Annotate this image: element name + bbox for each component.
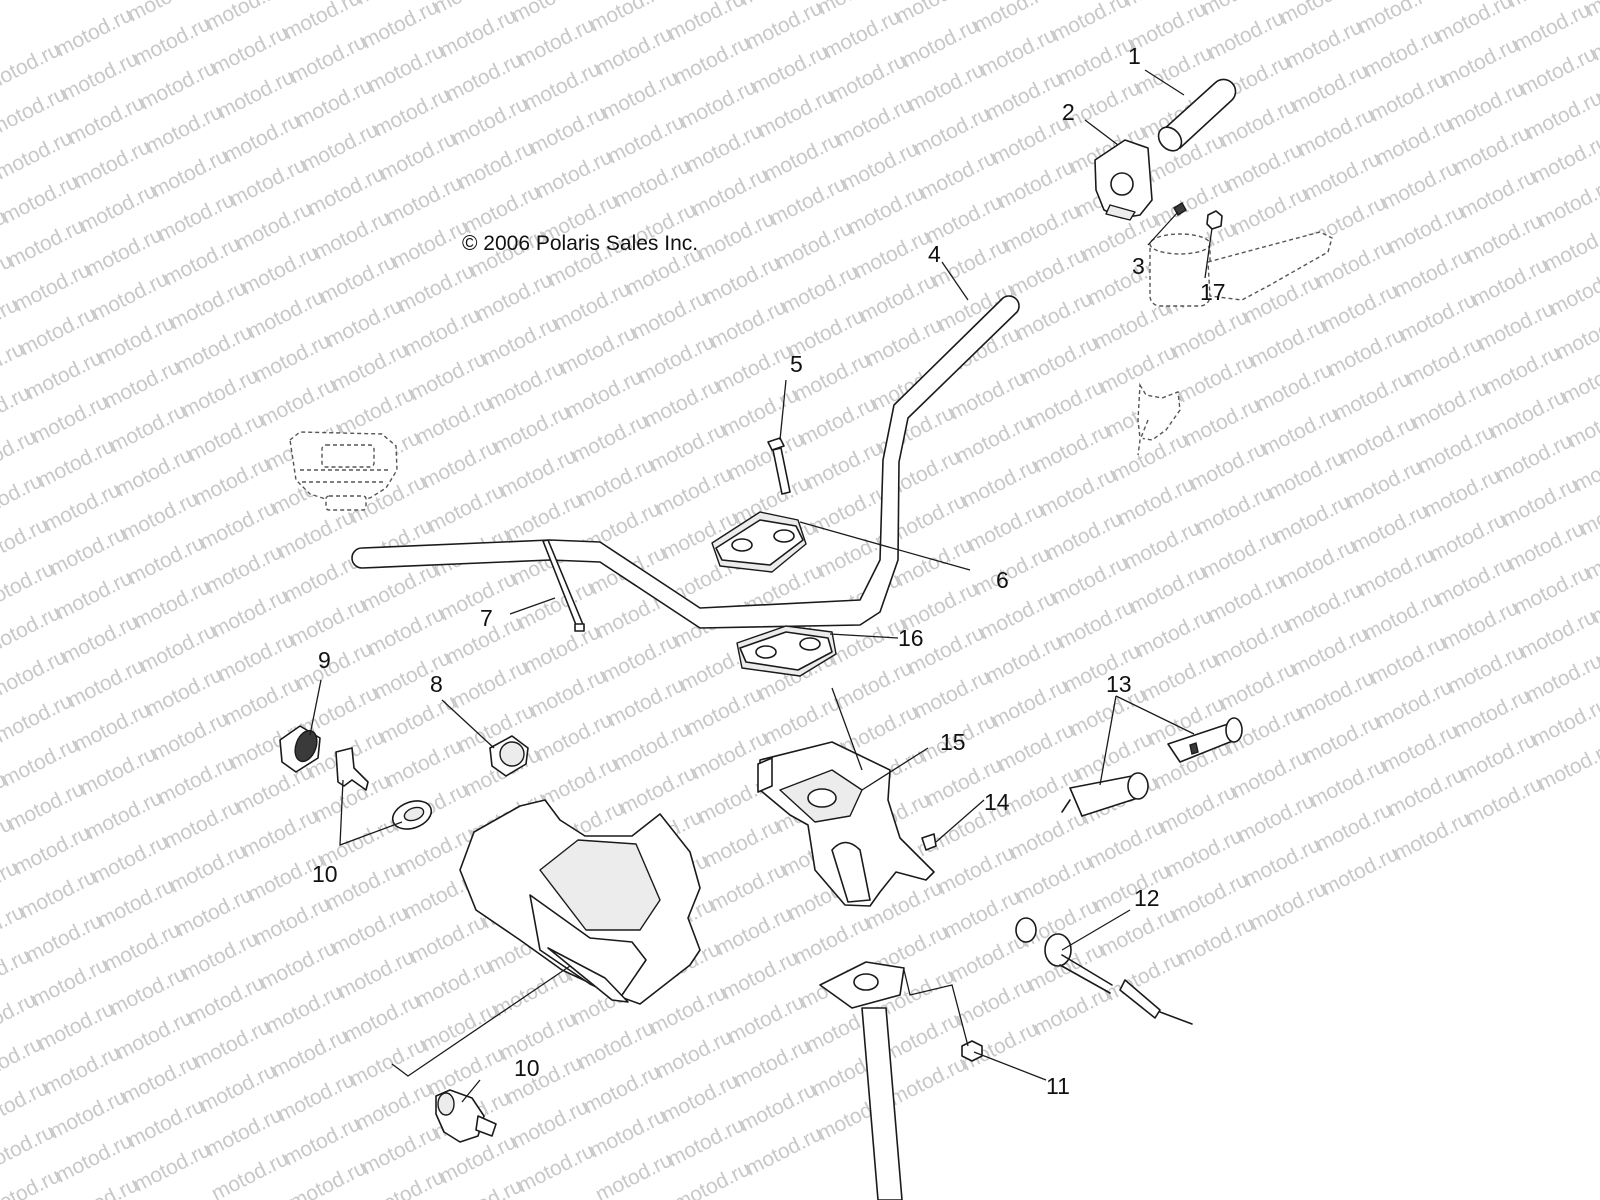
callout-1: 1	[1128, 43, 1141, 69]
callout-15: 15	[940, 729, 966, 755]
callout-10a: 10	[312, 861, 338, 887]
callout-10b: 10	[514, 1055, 540, 1081]
callout-11: 11	[1046, 1073, 1070, 1099]
callout-4: 4	[928, 241, 941, 267]
part-7-cable-tie[interactable]	[542, 539, 585, 632]
part-12-cable[interactable]	[1015, 917, 1193, 1025]
callout-14: 14	[984, 789, 1010, 815]
part-10-key-and-ring[interactable]	[335, 747, 435, 834]
callout-5: 5	[790, 351, 803, 377]
part-2-throttle-housing[interactable]	[1094, 139, 1153, 221]
part-1-grip[interactable]	[1154, 78, 1237, 155]
part-11-nut[interactable]	[961, 1040, 983, 1062]
callout-2: 2	[1062, 99, 1075, 125]
steering-column[interactable]	[819, 961, 905, 1200]
part-8-grommet[interactable]	[489, 735, 529, 777]
callout-13: 13	[1106, 671, 1132, 697]
callout-17: 17	[1200, 279, 1226, 305]
headlight-pod[interactable]	[459, 799, 701, 1005]
part-9-grommet[interactable]	[279, 725, 321, 773]
callout-6: 6	[996, 567, 1009, 593]
part-14-screw[interactable]	[921, 833, 937, 851]
part-6-upper-clamp[interactable]	[711, 511, 807, 573]
part-5-bolt[interactable]	[767, 437, 791, 495]
callout-7: 7	[480, 605, 493, 631]
callout-9: 9	[318, 647, 331, 673]
switch-housing[interactable]	[289, 431, 398, 511]
callout-16: 16	[898, 625, 924, 651]
part-10-switch[interactable]	[435, 1089, 497, 1143]
part-13-tube-set[interactable]	[1061, 717, 1243, 817]
callout-12: 12	[1134, 885, 1160, 911]
leader-lines	[309, 69, 1213, 1103]
part-4-handlebar[interactable]	[351, 295, 1020, 629]
callout-8: 8	[430, 671, 443, 697]
part-17-nut[interactable]	[1206, 210, 1223, 230]
callout-3: 3	[1132, 253, 1145, 279]
part-16-lower-clamp[interactable]	[736, 625, 837, 677]
part-15-bracket[interactable]	[757, 741, 935, 907]
callout-labels: 1 2 3 4 5 6 7 8 9 10 11 12 13 14 15 16 1…	[312, 43, 1226, 1099]
brake-lever-assembly[interactable]	[1137, 231, 1333, 456]
copyright-text: © 2006 Polaris Sales Inc.	[462, 232, 698, 255]
